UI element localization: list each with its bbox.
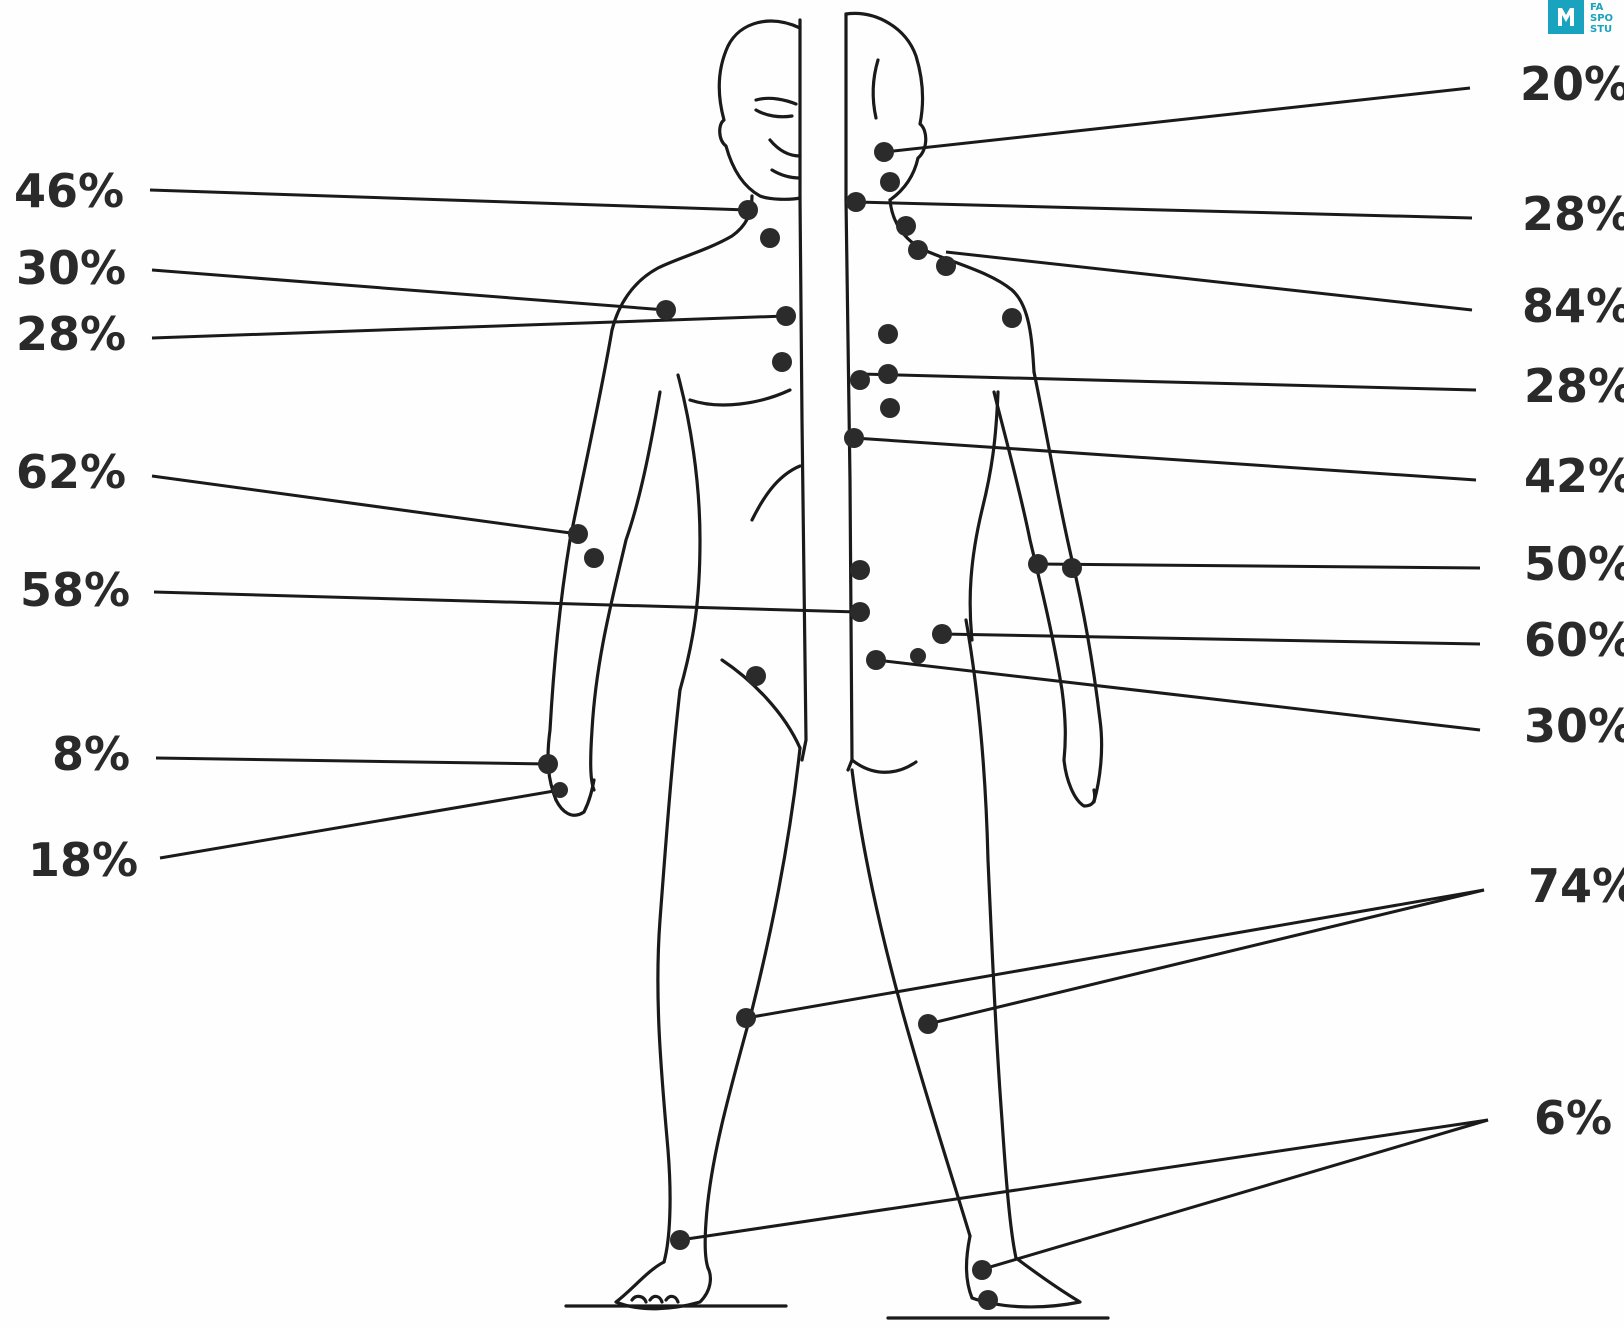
label-mid-back: 42%	[1524, 449, 1624, 503]
label-fingers: 18%	[28, 833, 138, 887]
right-labels: 20% 28% 84% 28% 42% 50% 60% 30% 74% 6%	[1520, 57, 1624, 1145]
label-shoulder-front: 30%	[16, 241, 126, 295]
label-lumbar: 58%	[20, 563, 130, 617]
university-logo: FA SPO STU	[1548, 0, 1624, 36]
logo-line-2: SPO	[1590, 13, 1613, 24]
label-neck-front: 46%	[14, 164, 124, 218]
label-thoracic: 28%	[1524, 359, 1624, 413]
front-figure	[548, 20, 806, 1309]
label-hand-front: 8%	[52, 727, 130, 781]
label-ankle: 6%	[1534, 1091, 1612, 1145]
label-neck-back: 28%	[1522, 187, 1624, 241]
label-hip: 60%	[1524, 613, 1624, 667]
label-elbow-back: 50%	[1524, 537, 1624, 591]
label-jaw: 20%	[1520, 57, 1624, 111]
left-leader-lines	[150, 190, 858, 858]
back-figure	[846, 13, 1108, 1318]
left-labels: 46% 30% 28% 62% 58% 8% 18%	[14, 164, 138, 887]
logo-line-3: STU	[1590, 24, 1612, 35]
label-knee: 74%	[1528, 859, 1624, 913]
label-clavicle-front: 28%	[16, 307, 126, 361]
label-elbow-front: 62%	[16, 445, 126, 499]
logo-line-1: FA	[1590, 2, 1604, 13]
label-upper-back: 84%	[1522, 279, 1624, 333]
node-dots	[538, 142, 1082, 1310]
label-buttock: 30%	[1524, 699, 1624, 753]
